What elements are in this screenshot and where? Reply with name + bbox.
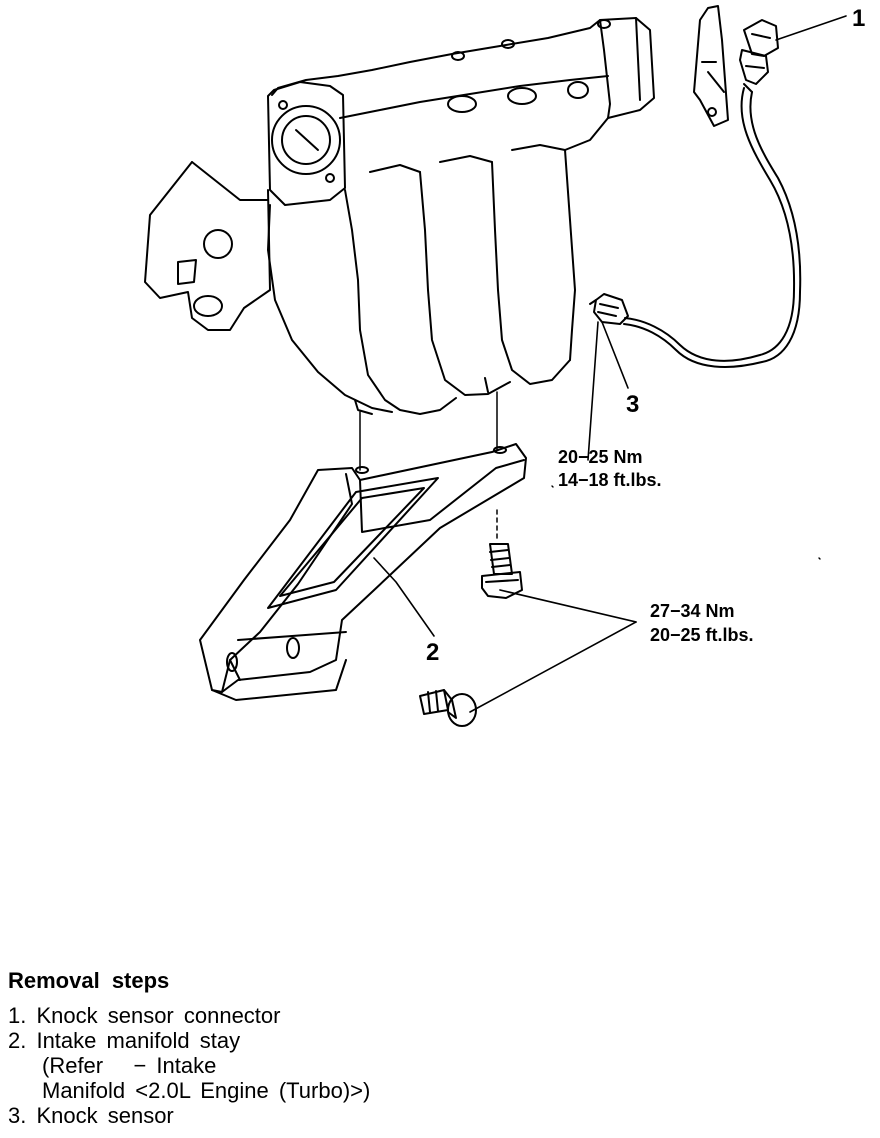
exploded-view-diagram: 1 3 2 20−25 Nm 14−18 ft.lbs. 27−34 Nm 20… xyxy=(144,5,865,727)
removal-steps: Removal steps 1. Knock sensor connector … xyxy=(8,968,868,1128)
stay-upper-bolt xyxy=(481,543,523,599)
stay-lower-bolt xyxy=(419,689,477,727)
step-3: 3. Knock sensor xyxy=(8,1103,174,1128)
step-2: 2. Intake manifold stay xyxy=(8,1028,241,1053)
torque-knock-sensor-ftlbs: 14−18 ft.lbs. xyxy=(558,470,662,490)
callout-1: 1 xyxy=(852,5,865,32)
intake-manifold-stay xyxy=(199,443,527,701)
alignment-guides xyxy=(359,391,498,541)
knock-sensor xyxy=(589,293,629,325)
callout-2: 2 xyxy=(426,639,439,666)
knock-sensor-connector xyxy=(693,5,779,127)
leader-lines xyxy=(373,15,847,713)
intake-manifold xyxy=(144,17,655,415)
step-2-note-line1: (Refer − Intake xyxy=(42,1053,217,1078)
scan-speck xyxy=(551,485,821,560)
step-2-note-line2: Manifold <2.0L Engine (Turbo)>) xyxy=(42,1078,371,1103)
step-1: 1. Knock sensor connector xyxy=(8,1003,281,1028)
knock-sensor-harness xyxy=(623,87,802,368)
torque-knock-sensor-nm: 20−25 Nm xyxy=(558,447,643,467)
torque-stay-bolts-nm: 27−34 Nm xyxy=(650,601,735,621)
torque-stay-bolts-ftlbs: 20−25 ft.lbs. xyxy=(650,625,754,645)
removal-steps-title: Removal steps xyxy=(8,968,170,993)
callout-3: 3 xyxy=(626,391,639,418)
